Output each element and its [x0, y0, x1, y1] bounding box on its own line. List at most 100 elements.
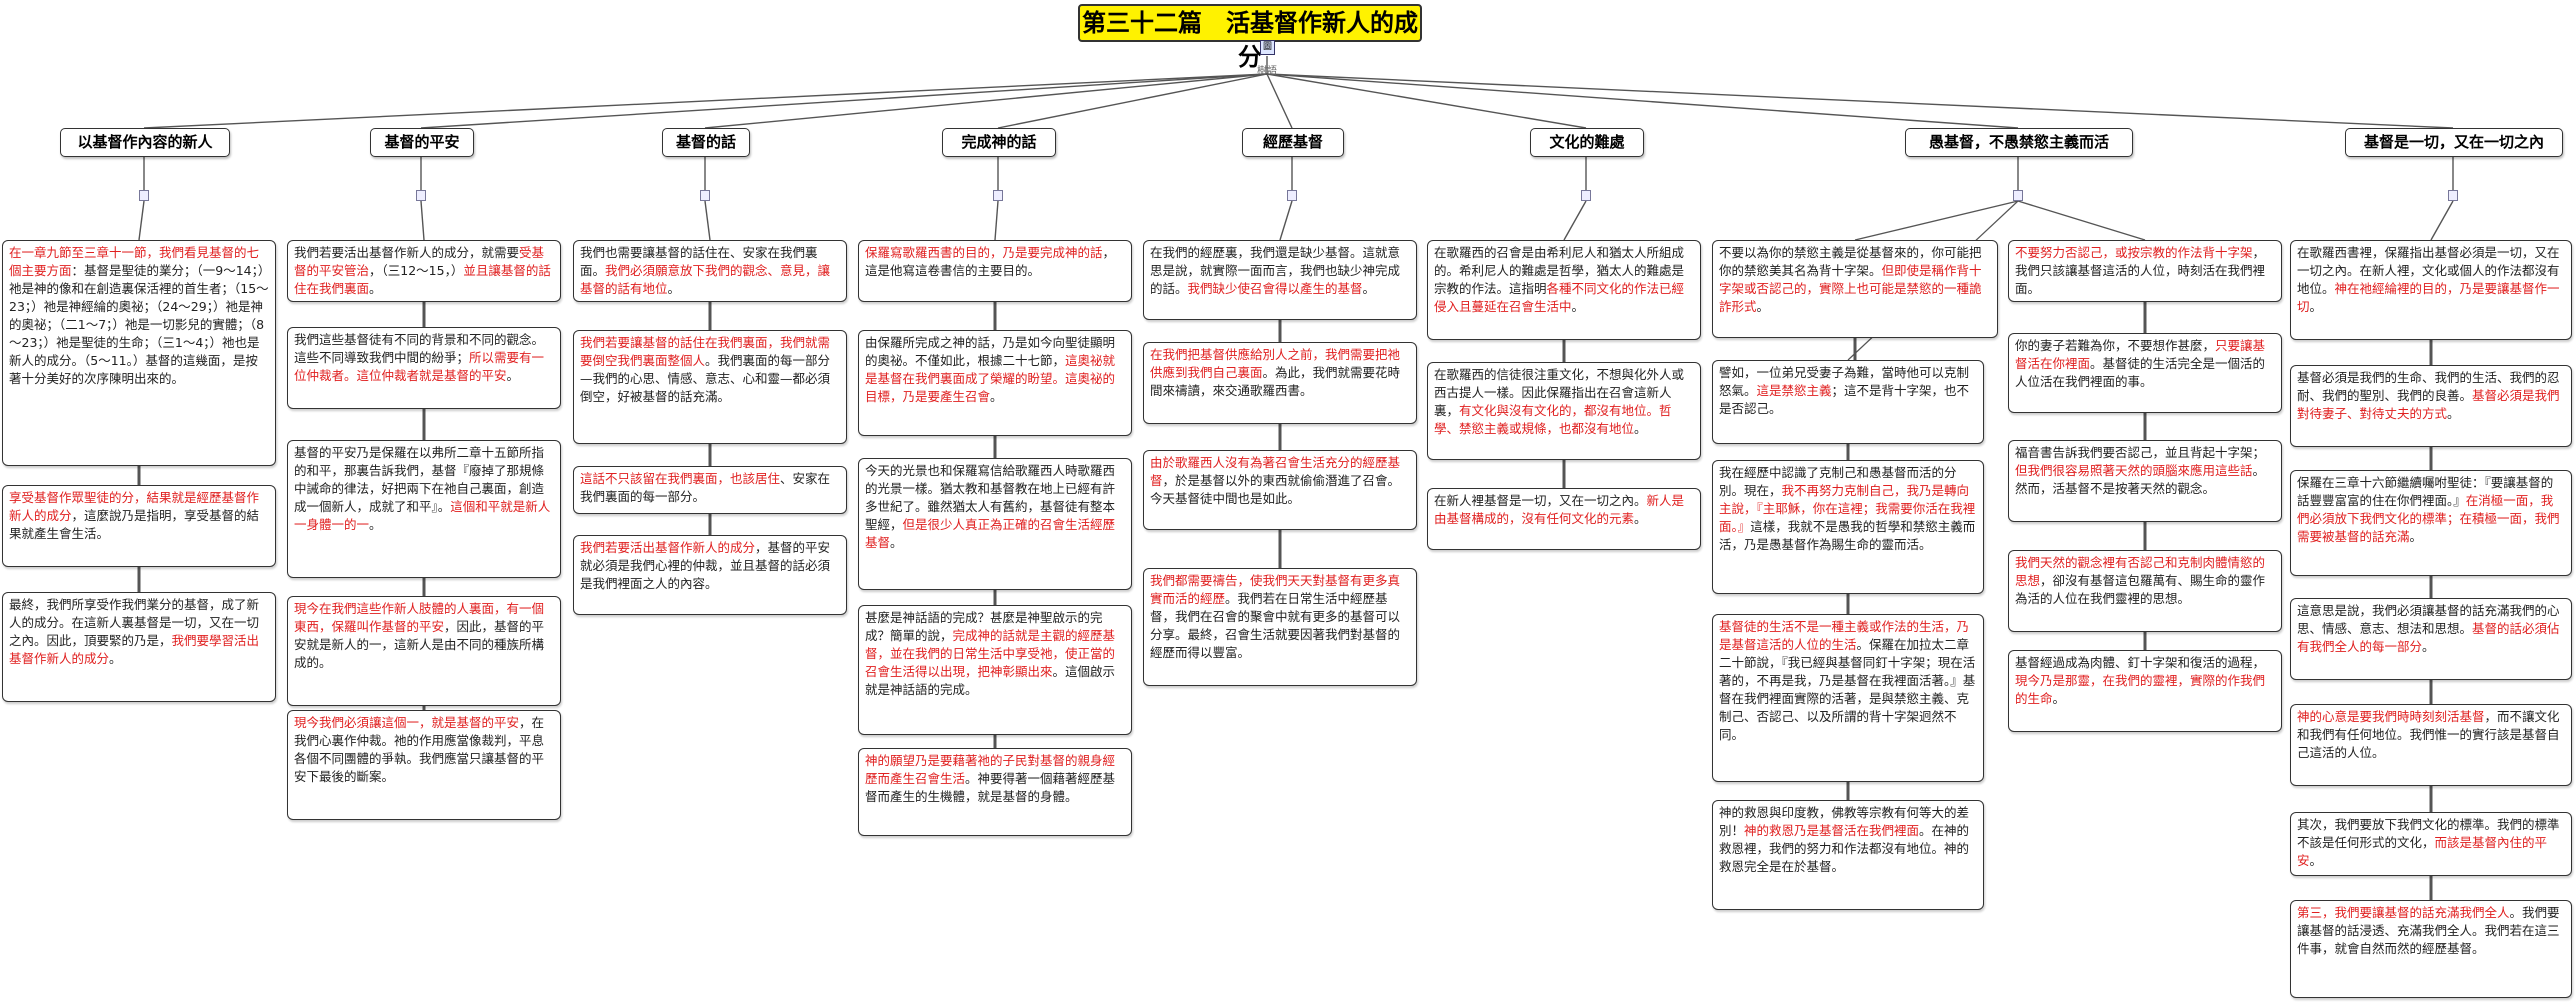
connector-line	[1266, 73, 1587, 129]
body-text: 譬如，一位弟兄受妻子為難，當時他可以克制怒氣。	[1719, 365, 1970, 398]
note-icon	[993, 190, 1003, 201]
text-node[interactable]: 不要以為你的禁慾主義是從基督來的，你可能把你的禁慾美其名為背十字架。但即使是稱作…	[1712, 240, 1998, 338]
body-text: 。	[1756, 299, 1770, 314]
body-text: 。	[990, 389, 1003, 404]
text-node[interactable]: 我們這些基督徒有不同的背景和不同的觀念。這些不同導致我們中間的紛爭；所以需要有一…	[287, 327, 561, 409]
body-text: 。	[369, 517, 382, 532]
text-node[interactable]: 基督經過成為肉體、釘十字架和復活的過程，現今乃是那靈，在我們的靈裡，實際的作我們…	[2008, 650, 2282, 732]
text-node[interactable]: 在歌羅西的信徒很注重文化，不想與化外人或西古提人一樣。因此保羅指出在召會這新人裏…	[1427, 362, 1701, 460]
highlight-text: 現今乃是那靈，在我們的靈裡，實際的作我們的生命	[2015, 673, 2266, 706]
text-node[interactable]: 在我們把基督供應給別人之前，我們需要把祂供應到我們自己裏面。為此，我們就需要花時…	[1143, 342, 1417, 424]
text-node[interactable]: 我們若要活出基督作新人的成分，基督的平安就必須是我們心裡的仲裁，並且基督的話必須…	[573, 535, 847, 615]
text-node[interactable]: 在我們的經歷裏，我們還是缺少基督。這就意思是說，就實際一面而言，我們也缺少神完成…	[1143, 240, 1417, 320]
body-text: 甚麼是神話語的完成？甚麼是神聖啟示的完成？簡單的說，	[865, 610, 1103, 643]
text-node[interactable]: 甚麼是神話語的完成？甚麼是神聖啟示的完成？簡單的說，完成神的話就是主觀的經歷基督…	[858, 605, 1132, 735]
note-icon	[416, 190, 426, 201]
body-text: 我們這些基督徒有不同的背景和不同的觀念。這些不同導致我們中間的紛爭；	[294, 332, 545, 365]
highlight-text: 我們要學習活出基督作新人的成分	[9, 633, 260, 666]
text-node[interactable]: 在新人裡基督是一切，又在一切之內。新人是由基督構成的，沒有任何文化的元素。	[1427, 488, 1701, 550]
body-text: 。我們若在日常生活中經歷基督，我們在召會的聚會中就有更多的基督可以分享。最終，召…	[1150, 591, 1401, 660]
text-node[interactable]: 神的心意是要我們時時刻刻活基督，而不讓文化和我們有任何地位。我們惟一的實行該是基…	[2290, 704, 2572, 786]
category-node[interactable]: 基督的平安	[370, 128, 474, 157]
text-node[interactable]: 基督的平安乃是保羅在以弗所二章十五節所指的和平，那裏告訴我們，基督『廢掉了那規條…	[287, 440, 561, 578]
highlight-text: 這話不只該留在我們裏面，也該居住	[580, 471, 781, 486]
text-node[interactable]: 在一章九節至三章十一節，我們看見基督的七個主要方面：基督是聖徒的業分；（一9～1…	[2, 240, 276, 466]
text-node[interactable]: 由於歌羅西人沒有為著召會生活充分的經歷基督，於是基督以外的東西就偷偷潛進了召會。…	[1143, 450, 1417, 530]
text-node[interactable]: 享受基督作眾聖徒的分，結果就是經歷基督作新人的成分，這麼說乃是指明，享受基督的結…	[2, 485, 276, 567]
note-icon	[700, 190, 710, 201]
highlight-text: 基督必須是我們對待妻子、對待丈夫的方式	[2297, 388, 2560, 421]
text-node[interactable]: 你的妻子若難為你，不要想作甚麼，只要讓基督活在你裡面。基督徒的生活完全是一個活的…	[2008, 333, 2282, 413]
text-node[interactable]: 今天的光景也和保羅寫信給歌羅西人時歌羅西的光景一樣。猶太教和基督教在地上已經有許…	[858, 458, 1132, 590]
text-node[interactable]: 保羅寫歌羅西書的目的，乃是要完成神的話，這是他寫這卷書信的主要目的。	[858, 240, 1132, 302]
text-node[interactable]: 現今我們必須讓這個一，就是基督的平安，在我們心裏作仲裁。祂的作用應當像裁判，平息…	[287, 710, 561, 820]
text-node[interactable]: 我們都需要禱告，使我們天天對基督有更多真實而活的經歷。我們若在日常生活中經歷基督…	[1143, 568, 1417, 686]
body-text: 。	[2309, 853, 2323, 868]
connector-line	[2430, 200, 2454, 241]
highlight-text: 在一章九節至三章十一節，我們看見基督的七個主要方面	[9, 245, 260, 278]
text-node[interactable]: 第三，我們要讓基督的話充滿我們全人。我們要讓基督的話浸透、充滿我們全人。我們若在…	[2290, 900, 2572, 998]
body-text: 。	[109, 651, 122, 666]
text-node[interactable]: 現今在我們這些作新人肢體的人裏面，有一個東西，保羅叫作基督的平安，因此，基督的平…	[287, 596, 561, 706]
highlight-text: 但我們很容易照著天然的頭腦來應用這些話	[2015, 463, 2253, 478]
body-text: 我們若要活出基督作新人的成分，就需要	[294, 245, 520, 260]
highlight-text: 在消極一面，我們必須放下我們文化的標準；在積極一面，我們需要被基督的話充滿	[2297, 493, 2560, 544]
body-text: 。	[2422, 639, 2435, 654]
connector-line	[143, 73, 1268, 129]
body-text: 其次，我們要放下我們文化的標準。我們的標準不該是任何形式的文化，	[2297, 817, 2560, 850]
body-text: 。	[1571, 299, 1585, 314]
connector-line	[138, 200, 145, 241]
text-node[interactable]: 譬如，一位弟兄受妻子為難，當時他可以克制怒氣。這是禁慾主義；這不是背十字架，也不…	[1712, 360, 1984, 444]
text-node[interactable]: 神的願望乃是要藉著祂的子民對基督的親身經歷而產生召會生活。神要得著一個藉著經歷基…	[858, 748, 1132, 836]
text-node[interactable]: 我們天然的觀念裡有否認己和克制肉體情慾的思想，卻沒有基督這包羅萬有、賜生命的靈作…	[2008, 550, 2282, 632]
category-node[interactable]: 文化的難處	[1530, 128, 1644, 157]
category-node[interactable]: 基督是一切，又在一切之內	[2345, 128, 2563, 157]
highlight-text: 我們都需要禱告，使我們天天對基督有更多真實而活的經歷	[1150, 573, 1401, 606]
highlight-text: 這個和平就是新人一身體一的一	[294, 499, 551, 532]
body-text: 在歌羅西書裡，保羅指出基督必須是一切，又在一切之內。在新人裡，文化或個人的作法都…	[2297, 245, 2560, 296]
body-text: 。	[1634, 421, 1647, 436]
body-text: ，而不讓文化和我們有任何地位。我們惟一的實行該是基督自己這活的人位。	[2297, 709, 2560, 760]
category-node[interactable]: 基督的話	[662, 128, 750, 157]
category-node[interactable]: 愚基督，不愚禁慾主義而活	[1905, 128, 2133, 157]
highlight-text: 我不再努力克制自己，我乃是轉向主說，『主耶穌，你在這裡；我需要你活在我裡面。』	[1719, 483, 1976, 534]
highlight-text: 所以需要有一位仲裁者。這位仲裁者就是基督的平安	[294, 350, 545, 383]
body-text: ，這是他寫這卷書信的主要目的。	[865, 245, 1116, 278]
highlight-text: 在我們把基督供應給別人之前，我們需要把祂供應到我們自己裏面	[1150, 347, 1401, 380]
text-node[interactable]: 在歌羅西書裡，保羅指出基督必須是一切，又在一切之內。在新人裡，文化或個人的作法都…	[2290, 240, 2572, 340]
category-node[interactable]: 以基督作內容的新人	[60, 128, 230, 157]
body-text: ，於是基督以外的東西就偷偷潛進了召會。今天基督徒中間也是如此。	[1150, 473, 1401, 506]
body-text: 。	[1634, 511, 1647, 526]
text-node[interactable]: 這話不只該留在我們裏面，也該居住、安家在我們裏面的每一部分。	[573, 466, 847, 514]
text-node[interactable]: 不要努力否認己，或按宗教的作法背十字架，我們只該讓基督這活的人位，時刻活在我們裡…	[2008, 240, 2282, 302]
text-node[interactable]: 福音書告訴我們要否認己，並且背起十字架；但我們很容易照著天然的頭腦來應用這些話。…	[2008, 440, 2282, 522]
highlight-text: 受基督的平安管治	[294, 245, 545, 278]
text-node[interactable]: 其次，我們要放下我們文化的標準。我們的標準不該是任何形式的文化，而該是基督內住的…	[2290, 812, 2572, 876]
highlight-text: 我們缺少使召會得以產生的基督	[1187, 281, 1363, 296]
body-text: 。這個啟示就是神話語的完成。	[865, 664, 1116, 697]
text-node[interactable]: 我們若要讓基督的話住在我們裏面，我們就需要倒空我們裏面整個人。我們裏面的每一部分…	[573, 330, 847, 444]
category-node[interactable]: 完成神的話	[942, 128, 1056, 157]
text-node[interactable]: 這意思是說，我們必須讓基督的話充滿我們的心思、情感、意志、想法和思想。基督的話必…	[2290, 598, 2572, 680]
highlight-text: 我們若要讓基督的話住在我們裏面，我們就需要倒空我們裏面整個人	[580, 335, 831, 368]
body-text: ，在我們心裏作仲裁。祂的作用應當像裁判，平息各個不同團體的爭執。我們應當只讓基督…	[294, 715, 545, 784]
body-text: 這意思是說，我們必須讓基督的話充滿我們的心思、情感、意志、想法和思想。	[2297, 603, 2560, 636]
highlight-text: 基督的話必須佔有我們全人的每一部分	[2297, 621, 2560, 654]
text-node[interactable]: 由保羅所完成之神的話，乃是如今向聖徒顯明的奧祕。不僅如此，根據二十七節，這奧祕就…	[858, 330, 1132, 436]
category-node[interactable]: 經歷基督	[1242, 128, 1344, 157]
text-node[interactable]: 在歌羅西的召會是由希利尼人和猶太人所組成的。希利尼人的難處是哲學，猶太人的難處是…	[1427, 240, 1701, 340]
text-node[interactable]: 基督徒的生活不是一種主義或作法的生活，乃是基督這活的人位的生活。保羅在加拉太二章…	[1712, 614, 1984, 782]
text-node[interactable]: 我在經歷中認識了克制己和愚基督而活的分別。現在，我不再努力克制自己，我乃是轉向主…	[1712, 460, 1984, 594]
text-node[interactable]: 神的救恩與印度教，佛教等宗教有何等大的差別！神的救恩乃是基督活在我們裡面。在神的…	[1712, 800, 1984, 910]
body-text: 不要以為你的禁慾主義是從基督來的，你可能把你的禁慾美其名為背十字架。	[1719, 245, 1982, 278]
highlight-text: 這是禁慾主義	[1756, 383, 1832, 398]
body-text: 。	[2309, 299, 2323, 314]
body-text: 。	[2052, 691, 2066, 706]
text-node[interactable]: 我們若要活出基督作新人的成分，就需要受基督的平安管治，（三12～15，）並且讓基…	[287, 240, 561, 302]
body-text: ；這不是背十字架，也不是否認己。	[1719, 383, 1970, 416]
highlight-text: 但即使是稱作背十字架或否認己的，實際上也可能是禁慾的一種詭詐形式	[1719, 263, 1982, 314]
text-node[interactable]: 保羅在三章十六節繼續囑咐聖徒：『要讓基督的話豐豐富富的住在你們裡面。』在消極一面…	[2290, 470, 2572, 576]
text-node[interactable]: 基督必須是我們的生命、我們的生活、我們的忍耐、我們的聖別、我們的良善。基督必須是…	[2290, 365, 2572, 447]
text-node[interactable]: 我們也需要讓基督的話住在、安家在我們裏面。我們必須願意放下我們的觀念、意見，讓基…	[573, 240, 847, 302]
text-node[interactable]: 最終，我們所享受作我們業分的基督，成了新人的成分。在這新人裏基督是一切，又在一切…	[2, 592, 276, 702]
